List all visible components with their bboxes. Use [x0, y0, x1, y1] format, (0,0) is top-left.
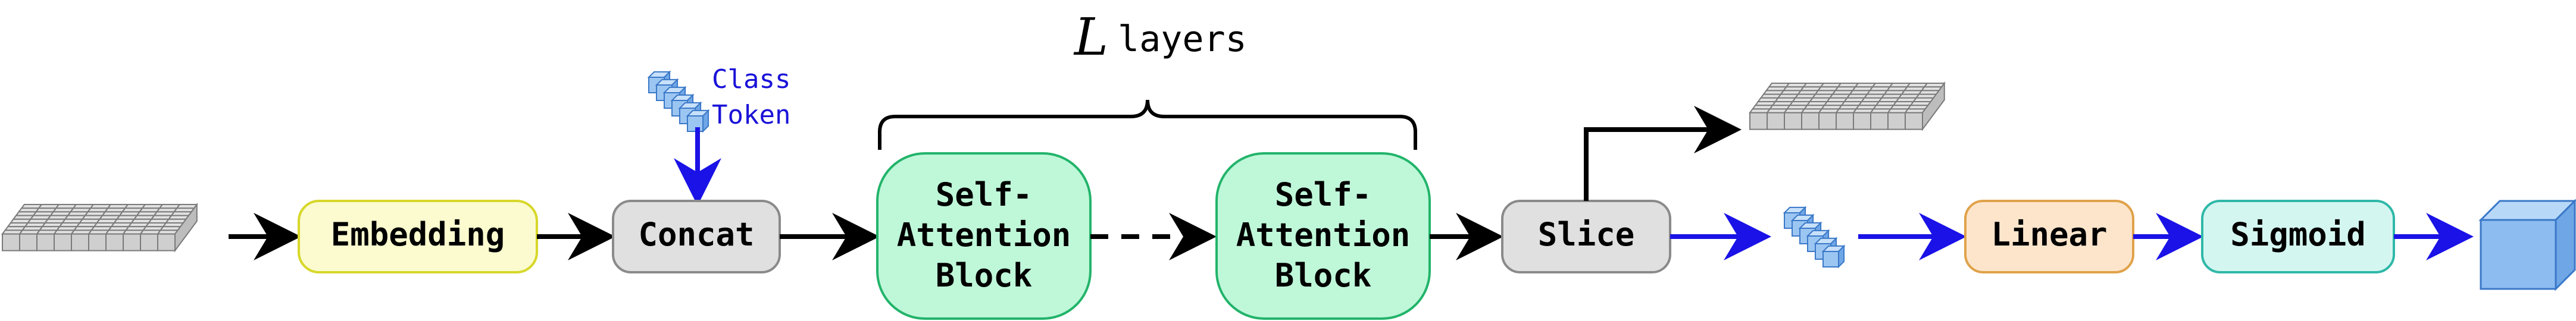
grid-cell-front	[1818, 112, 1837, 130]
output-patch-grid-icon	[1749, 81, 1946, 131]
class-token-label-line1: Class	[712, 64, 790, 95]
output-cube-icon	[2478, 199, 2576, 291]
cls-token-output-icon	[1783, 206, 1846, 269]
linear-block: Linear	[1964, 200, 2134, 273]
concat-block: Concat	[612, 200, 781, 273]
embedding-block: Embedding	[298, 200, 538, 273]
attention1-label-line2: Attention	[897, 216, 1071, 254]
layers-brace	[878, 99, 1417, 150]
linear-label: Linear	[1991, 216, 2107, 253]
grid-cell-front	[36, 233, 55, 251]
grid-cell-front	[1767, 112, 1785, 130]
grid-cell-front	[1784, 112, 1802, 130]
attention1-label-line3: Block	[936, 257, 1033, 294]
self-attention-block-2: Self- Attention Block	[1215, 152, 1431, 320]
layers-word: layers	[1118, 18, 1247, 60]
grid-cell-front	[123, 233, 141, 251]
grid-cell-front	[1887, 112, 1906, 130]
embedding-label: Embedding	[331, 216, 505, 253]
slice-label: Slice	[1538, 216, 1635, 253]
attention1-label-line1: Self-	[936, 176, 1033, 213]
grid-cell-front	[140, 233, 158, 251]
layers-variable: L	[1073, 8, 1108, 67]
grid-cell-front	[1836, 112, 1854, 130]
self-attention-block-1: Self- Attention Block	[876, 152, 1092, 320]
attention2-label-line1: Self-	[1275, 176, 1372, 213]
grid-cell-front	[88, 233, 107, 251]
attention2-label-line3: Block	[1275, 257, 1372, 294]
grid-cell-front	[1749, 112, 1768, 130]
class-token-icon	[647, 70, 710, 133]
grid-cell-front	[105, 233, 124, 251]
arrow-slice-to-patch-tokens	[1584, 106, 1742, 201]
grid-side	[174, 202, 198, 253]
concat-label: Concat	[638, 216, 754, 253]
grid-cell-front	[19, 233, 37, 251]
sigmoid-label: Sigmoid	[2230, 216, 2366, 253]
grid-cell-front	[54, 233, 72, 251]
slice-block: Slice	[1501, 200, 1671, 273]
grid-cell-front	[1801, 112, 1820, 130]
grid-cell-front	[1853, 112, 1871, 130]
grid-cell-front	[1870, 112, 1889, 130]
grid-cell-front	[2, 233, 20, 251]
class-token-label-line2: Token	[712, 100, 790, 130]
sigmoid-block: Sigmoid	[2201, 200, 2395, 273]
attention2-label-line2: Attention	[1236, 216, 1411, 254]
input-patch-grid-icon	[1, 202, 198, 253]
token-cube-front	[1822, 251, 1839, 268]
grid-cell-front	[157, 233, 176, 251]
grid-cell-front	[1905, 112, 1923, 130]
grid-side	[1922, 81, 1945, 131]
grid-cell-front	[71, 233, 89, 251]
